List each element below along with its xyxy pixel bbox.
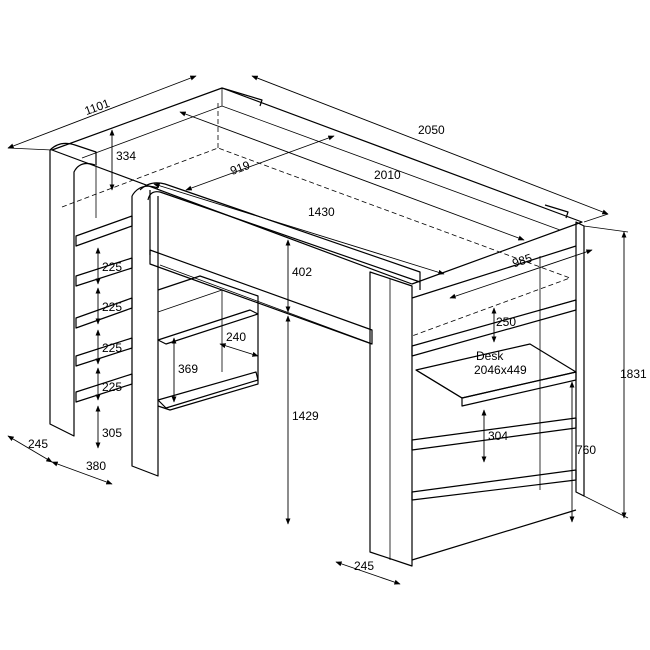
label-ladder-bottom: 305 [102, 426, 122, 440]
label-length-total: 2050 [418, 123, 445, 137]
label-ladder-step-2: 225 [102, 300, 122, 314]
label-end-width: 985 [510, 251, 534, 271]
label-under-clearance-top: 402 [292, 265, 312, 279]
label-guard-height: 334 [116, 149, 136, 163]
label-ladder-width: 380 [86, 459, 106, 473]
label-desk: Desk [476, 349, 504, 363]
label-width-total: 1101 [83, 96, 112, 118]
label-ladder-foot: 245 [28, 437, 48, 451]
label-ladder-step-1: 225 [102, 260, 122, 274]
label-ladder-step-3: 225 [102, 341, 122, 355]
label-inner-length: 2010 [374, 168, 401, 182]
label-desk-size: 2046x449 [474, 363, 527, 377]
label-inner-width: 919 [228, 158, 252, 178]
label-ledge-length: 1430 [308, 205, 335, 219]
label-under-height: 1429 [292, 409, 319, 423]
label-ladder-step-4: 225 [102, 380, 122, 394]
label-shelf-gap-top: 250 [496, 315, 516, 329]
label-desk-shelf-gap: 304 [488, 429, 508, 443]
label-shelf-unit-height: 369 [178, 362, 198, 376]
label-desk-height: 760 [576, 443, 596, 457]
dimension-labels: 1101 2050 334 2010 919 1430 402 985 250 … [28, 96, 647, 573]
label-total-height: 1831 [620, 367, 647, 381]
label-foot-depth-right: 245 [354, 559, 374, 573]
dimension-lines [7, 75, 629, 585]
label-shelf-unit-depth: 240 [226, 330, 246, 344]
